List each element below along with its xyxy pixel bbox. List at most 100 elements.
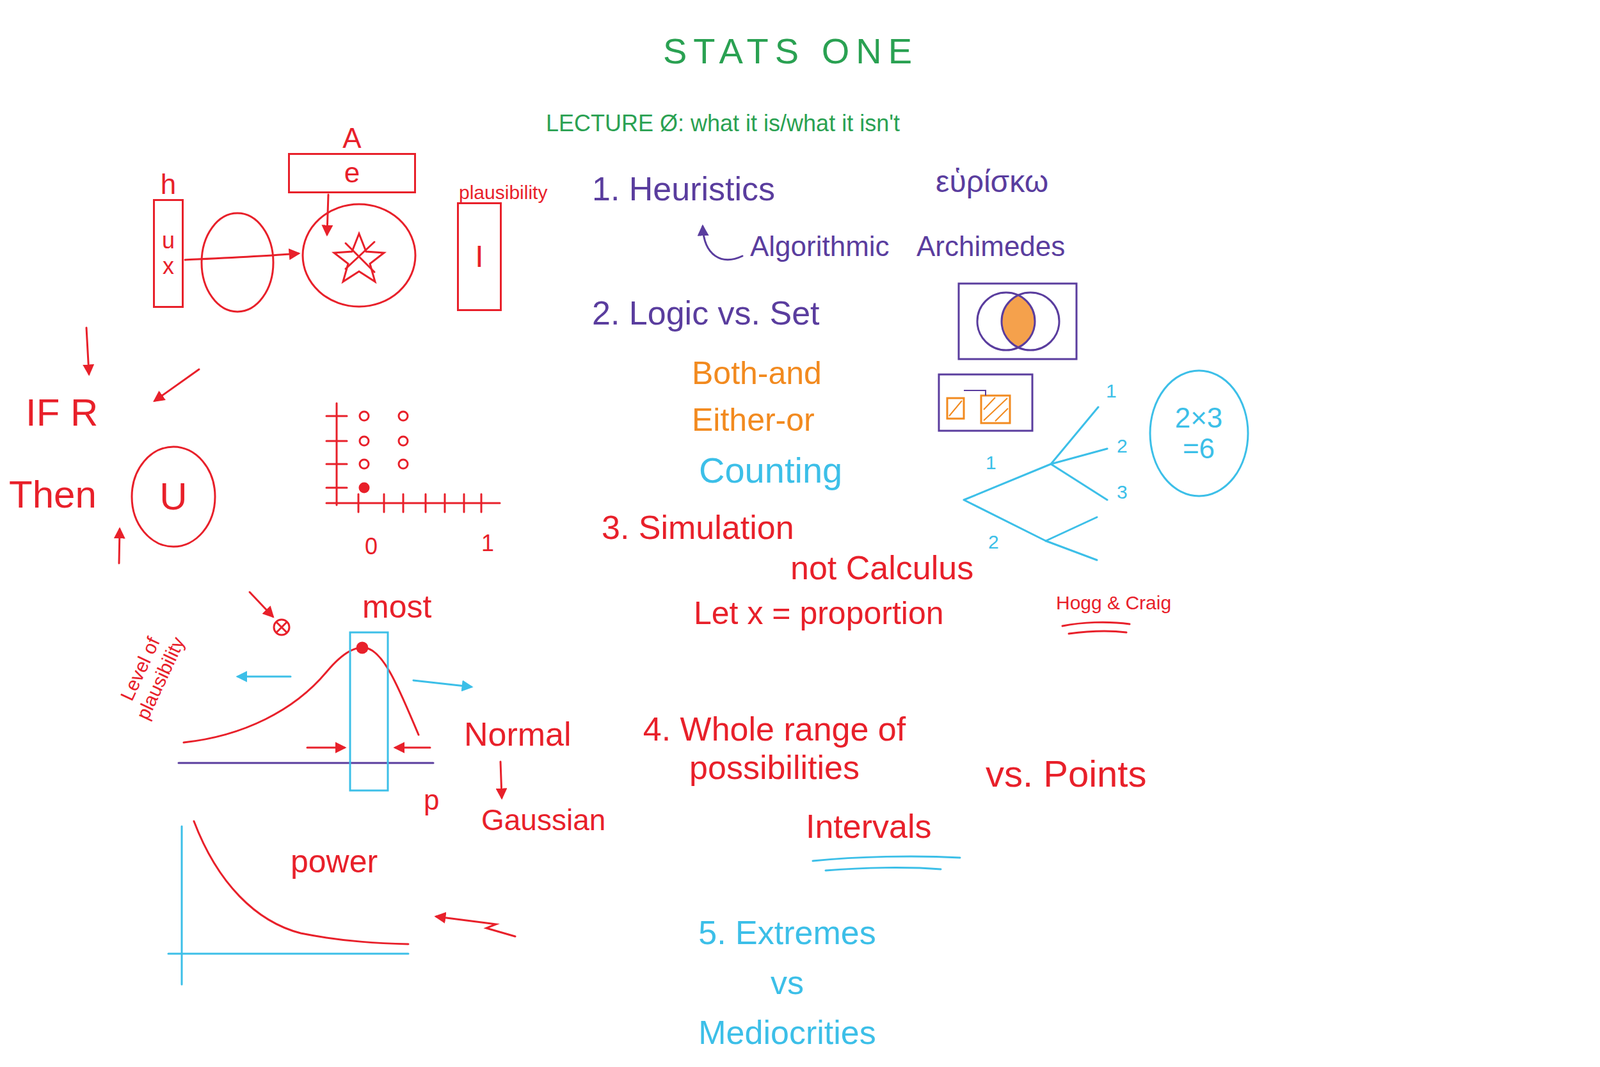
- evidence-box: Ae: [288, 152, 416, 194]
- dot-plot: [398, 436, 408, 446]
- counting-tree: [963, 464, 1051, 541]
- dot-plot: [359, 459, 369, 469]
- tree-number: 1: [1105, 380, 1117, 403]
- power-curve: [168, 826, 409, 985]
- node-text: U: [159, 475, 187, 518]
- plausibility-curve: [276, 622, 287, 633]
- tree-number: 2: [988, 531, 1000, 554]
- plausibility-curve: [183, 647, 419, 743]
- ellipse-outline: [1150, 370, 1248, 496]
- node-text: I: [474, 240, 484, 274]
- logic-arrows: [86, 327, 200, 564]
- venn-sketch: [938, 283, 1077, 431]
- ellipse-outline: [131, 446, 216, 547]
- plausibility-curve: [273, 619, 290, 635]
- node-body: ux: [154, 200, 182, 306]
- node-heading: A: [342, 122, 361, 154]
- variable-box: hux: [152, 199, 184, 308]
- node-heading: plausibility: [458, 181, 548, 203]
- inference-sketch: [184, 253, 299, 260]
- tree-number: 1: [985, 451, 997, 475]
- power-curve: [436, 916, 516, 937]
- underline-strokes: [812, 856, 960, 871]
- dot-plot: [359, 411, 369, 421]
- dot-plot: [326, 416, 347, 488]
- dot-plot: [359, 483, 369, 493]
- point-heading: 3. Simulation: [601, 508, 795, 548]
- node-heading: h: [160, 168, 176, 200]
- axis-title: Level of plausibility: [106, 611, 196, 735]
- point-heading: 5. Extremes vs Mediocrities: [684, 907, 890, 1058]
- node-text: e: [344, 157, 360, 189]
- axis-label: p: [423, 784, 440, 817]
- node-body: I: [458, 204, 500, 310]
- note-text: Let x = proportion: [693, 595, 944, 633]
- note-text: Algorithmic: [750, 230, 890, 264]
- note-text: Intervals: [805, 807, 932, 847]
- plausibility-curve: [413, 680, 472, 687]
- counting-tree: [1045, 517, 1097, 560]
- title-text: STATS ONE: [663, 30, 919, 72]
- power-curve: [168, 821, 516, 985]
- counting-tree: [963, 407, 1108, 560]
- lecture-subtitle: LECTURE Ø: what it is/what it isn't: [545, 110, 900, 137]
- inference-sketch: [302, 204, 416, 307]
- note-text: vs. Points: [985, 752, 1147, 796]
- note-text: Both-and: [691, 355, 822, 393]
- note-text: Gaussian: [481, 803, 606, 838]
- dot-plot: [398, 411, 408, 421]
- dot-plot: [359, 436, 369, 446]
- inference-sketch: [345, 241, 375, 272]
- plausibility-curve: [357, 642, 368, 653]
- node-body: U: [130, 445, 217, 548]
- power-curve: [193, 821, 409, 944]
- dot-plot: [326, 403, 500, 512]
- inference-sketch: [201, 213, 274, 312]
- counting-tree: [1050, 407, 1108, 500]
- heuristics-arrow: [702, 226, 743, 260]
- venn-sketch: [1001, 295, 1035, 348]
- dot-plot: [398, 459, 408, 469]
- venn-sketch: [963, 390, 986, 396]
- plausibility-curve: [249, 592, 273, 617]
- plausibility-curve: [307, 746, 345, 749]
- logic-arrows: [154, 369, 200, 401]
- conclusion-circle: U: [130, 445, 217, 548]
- point-heading: 1. Heuristics: [592, 170, 776, 209]
- note-text: Either-or: [691, 401, 815, 440]
- inference-sketch: [184, 194, 416, 312]
- venn-sketch: [949, 397, 1008, 422]
- note-text: Normal: [464, 715, 572, 754]
- greek-word: εὑρίσκω: [935, 163, 1049, 200]
- dot-plot: [358, 494, 482, 512]
- tree-number: 2: [1116, 435, 1128, 458]
- curve-label: power: [290, 843, 378, 881]
- normal-arrow: [500, 761, 502, 798]
- inference-sketch: [334, 233, 384, 282]
- node-text: x: [162, 253, 175, 280]
- logic-arrows: [86, 327, 89, 374]
- inference-sketch: [327, 194, 329, 235]
- logic-text: IF R: [25, 390, 98, 435]
- curve-label: most: [362, 588, 432, 626]
- logic-text: Then: [8, 472, 97, 517]
- venn-sketch: [1001, 292, 1060, 351]
- underline-strokes: [1062, 622, 1130, 634]
- heuristics-arrow: [702, 226, 743, 260]
- plausibility-curve: [350, 632, 388, 791]
- note-text: Archimedes: [916, 230, 1065, 264]
- venn-sketch: [977, 292, 1035, 351]
- node-text: u: [161, 227, 175, 254]
- reference-note: Hogg & Craig: [1056, 592, 1172, 615]
- dot-plot: [326, 403, 500, 505]
- note-text: Counting: [698, 449, 843, 491]
- plausibility-curve: [178, 762, 434, 765]
- point-heading: 2. Logic vs. Set: [592, 294, 820, 333]
- count-circle: 2×3 =6: [1148, 369, 1250, 498]
- plausibility-box: plausibilityI: [456, 202, 502, 312]
- point-heading: 4. Whole range of possibilities: [620, 710, 928, 788]
- plausibility-curve: [395, 746, 431, 749]
- axis-label: 0: [364, 533, 378, 560]
- venn-sketch: [958, 283, 1077, 360]
